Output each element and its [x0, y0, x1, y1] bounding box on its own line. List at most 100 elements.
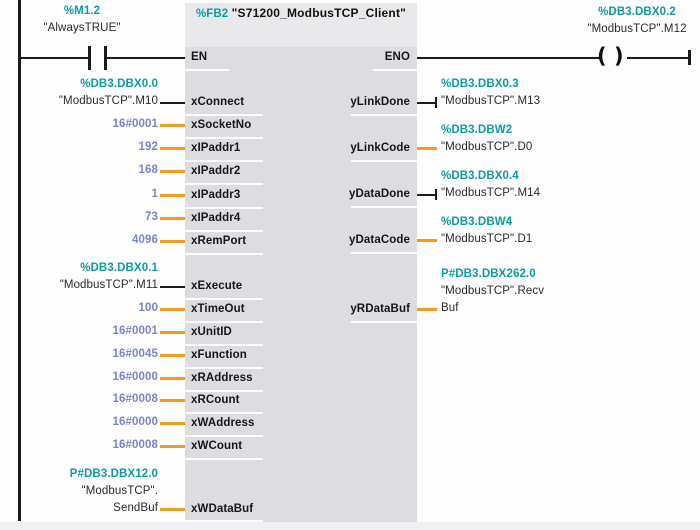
wire-bool-input [160, 286, 185, 288]
wire-value-input [160, 331, 185, 334]
operand-name[interactable]: SendBuf [113, 502, 158, 514]
input-pin-xrcount[interactable]: xRCount [191, 394, 240, 406]
input-pin-xwcount[interactable]: xWCount [191, 440, 243, 452]
input-value-xrcount[interactable]: 16#0008 [112, 393, 158, 405]
input-pin-xraddress[interactable]: xRAddress [191, 372, 253, 384]
pin-separator [351, 206, 417, 208]
output-pin-ydatacode[interactable]: yDataCode [349, 234, 410, 246]
input-pin-xremport[interactable]: xRemPort [191, 235, 247, 247]
input-value-xtimeout[interactable]: 100 [138, 302, 158, 314]
pin-separator [185, 520, 263, 522]
operand-address[interactable]: %DB3.DBX0.3 [441, 78, 519, 90]
output-operand-ylinkdone[interactable]: %DB3.DBX0.3 "ModbusTCP".M13 [441, 76, 540, 110]
pin-separator [185, 321, 263, 323]
pin-separator [185, 114, 263, 116]
input-pin-xipaddr1[interactable]: xIPaddr1 [191, 142, 241, 154]
coil-operand[interactable]: "ModbusTCP".M12 [587, 23, 687, 35]
operand-address[interactable]: %DB3.DBX0.0 [80, 78, 158, 90]
fb-block-title[interactable]: "S71200_ModbusTCP_Client" [231, 6, 407, 20]
coil-labels[interactable]: %DB3.DBX0.2 "ModbusTCP".M12 [557, 4, 700, 38]
assign-tick [435, 97, 437, 108]
input-pin-xipaddr3[interactable]: xIPaddr3 [191, 189, 241, 201]
input-pin-xipaddr2[interactable]: xIPaddr2 [191, 165, 241, 177]
wire-value-input [160, 399, 185, 402]
wire-value-input [160, 508, 185, 511]
operand-name[interactable]: "ModbusTCP".Recv [441, 285, 545, 297]
pin-separator [185, 435, 263, 437]
output-pin-yrdatabuf[interactable]: yRDataBuf [350, 303, 410, 315]
fb-instance-address[interactable]: %FB2 [195, 8, 229, 20]
operand-address[interactable]: %DB3.DBW2 [441, 124, 513, 136]
pin-en[interactable]: EN [191, 51, 208, 63]
operand-name[interactable]: "ModbusTCP".M10 [58, 95, 158, 107]
input-pin-xwdatabuf[interactable]: xWDataBuf [191, 503, 254, 515]
wire-value-output [417, 239, 437, 242]
operand-address[interactable]: %DB3.DBX0.4 [441, 170, 519, 182]
operand-name[interactable]: "ModbusTCP".M13 [441, 95, 541, 107]
operand-address[interactable]: %DB3.DBW4 [441, 216, 513, 228]
contact-address[interactable]: %M1.2 [63, 5, 101, 17]
input-pin-xtimeout[interactable]: xTimeOut [191, 303, 245, 315]
pin-separator [351, 252, 417, 254]
output-pin-ylinkdone[interactable]: yLinkDone [350, 96, 410, 108]
operand-name[interactable]: "ModbusTCP".D1 [441, 233, 533, 245]
fb-block-header: %FB2 "S71200_ModbusTCP_Client" [185, 3, 417, 47]
operand-address[interactable]: %DB3.DBX0.1 [80, 262, 158, 274]
input-pin-xexecute[interactable]: xExecute [191, 280, 243, 292]
input-value-xunitid[interactable]: 16#0001 [112, 325, 158, 337]
operand-name[interactable]: "ModbusTCP".D0 [441, 141, 533, 153]
output-pin-ylinkcode[interactable]: yLinkCode [350, 142, 410, 154]
contact-no[interactable]: %M1.2 "AlwaysTRUE" [22, 3, 142, 37]
operand-address[interactable]: P#DB3.DBX262.0 [441, 268, 536, 280]
input-pin-xfunction[interactable]: xFunction [191, 349, 247, 361]
operand-name[interactable]: "ModbusTCP".M11 [59, 279, 158, 291]
coil-address[interactable]: %DB3.DBX0.2 [598, 6, 676, 18]
input-operand-xconnect[interactable]: %DB3.DBX0.0 "ModbusTCP".M10 [59, 76, 158, 110]
pin-separator [351, 160, 417, 162]
input-operand-xwdatabuf[interactable]: P#DB3.DBX12.0 "ModbusTCP". SendBuf [70, 466, 158, 517]
wire-eno [627, 57, 689, 59]
pin-separator [185, 253, 263, 255]
input-value-xsocketno[interactable]: 16#0001 [112, 118, 158, 130]
input-value-xwcount[interactable]: 16#0008 [112, 439, 158, 451]
operand-address[interactable]: P#DB3.DBX12.0 [69, 468, 158, 480]
output-operand-ydatadone[interactable]: %DB3.DBX0.4 "ModbusTCP".M14 [441, 168, 540, 202]
input-pin-xunitid[interactable]: xUnitID [191, 326, 232, 338]
input-pin-xwaddress[interactable]: xWAddress [191, 417, 255, 429]
input-value-xipaddr3[interactable]: 1 [151, 188, 158, 200]
output-pin-ydatadone[interactable]: yDataDone [349, 188, 410, 200]
operand-name[interactable]: Buf [441, 302, 459, 314]
operand-name[interactable]: "ModbusTCP".M14 [441, 187, 541, 199]
assign-tick [435, 189, 437, 200]
pin-separator [185, 298, 263, 300]
pin-separator [185, 137, 263, 139]
operand-name[interactable]: "ModbusTCP". [81, 485, 158, 497]
input-value-xipaddr4[interactable]: 73 [145, 211, 158, 223]
wire-value-input [160, 354, 185, 357]
coil[interactable]: ( [597, 44, 607, 68]
input-pin-xipaddr4[interactable]: xIPaddr4 [191, 212, 241, 224]
input-value-xwaddress[interactable]: 16#0000 [112, 416, 158, 428]
input-value-xfunction[interactable]: 16#0045 [112, 348, 158, 360]
wire-bool-input [160, 102, 185, 104]
wire-value-input [160, 445, 185, 448]
pin-separator [351, 321, 417, 323]
wire-value-input [160, 308, 185, 311]
contact-operand[interactable]: "AlwaysTRUE" [43, 22, 121, 34]
input-pin-xconnect[interactable]: xConnect [191, 96, 245, 108]
input-value-xraddress[interactable]: 16#0000 [112, 371, 158, 383]
wire-eno [417, 57, 600, 59]
output-operand-yrdatabuf[interactable]: P#DB3.DBX262.0 "ModbusTCP".Recv Buf [441, 266, 544, 317]
input-value-xremport[interactable]: 4096 [132, 234, 158, 246]
output-operand-ydatacode[interactable]: %DB3.DBW4 "ModbusTCP".D1 [441, 214, 532, 248]
coil[interactable]: ) [614, 44, 624, 68]
pin-eno[interactable]: ENO [384, 51, 410, 63]
output-operand-ylinkcode[interactable]: %DB3.DBW2 "ModbusTCP".D0 [441, 122, 532, 156]
input-value-xipaddr2[interactable]: 168 [138, 164, 158, 176]
pin-separator [185, 230, 263, 232]
wire-value-input [160, 217, 185, 220]
input-operand-xexecute[interactable]: %DB3.DBX0.1 "ModbusTCP".M11 [60, 260, 158, 294]
input-value-xipaddr1[interactable]: 192 [138, 141, 158, 153]
input-pin-xsocketno[interactable]: xSocketNo [191, 119, 252, 131]
pin-separator [351, 114, 417, 116]
